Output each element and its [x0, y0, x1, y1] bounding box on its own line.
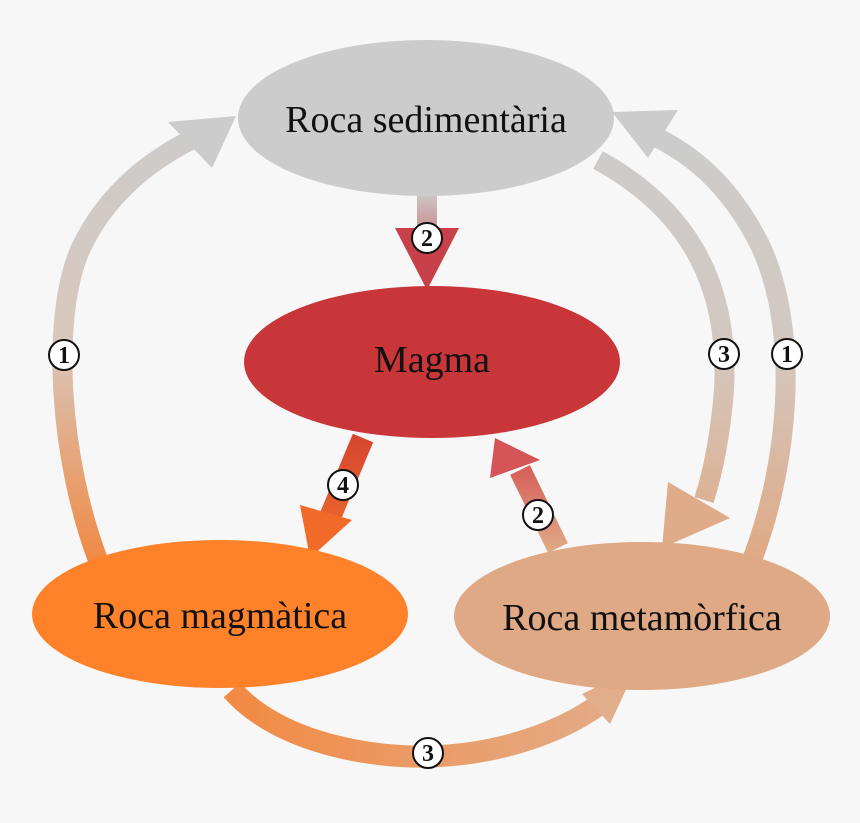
node-magma-shape [244, 286, 620, 438]
arrow-igneous-to-sedimentary [52, 120, 216, 564]
arrowhead-sedimentary-left [168, 116, 236, 168]
step-marker-sedimentary-to-metamorphic: 3 [708, 338, 740, 370]
step-markers: 2 4 2 1 3 1 3 [48, 222, 803, 769]
node-sedimentary: Roca sedimentària [238, 40, 614, 196]
node-igneous: Roca magmàtica [32, 540, 408, 688]
step-marker-igneous-to-metamorphic: 3 [412, 737, 444, 769]
step-label: 4 [337, 473, 349, 499]
arrowhead-magma-top [395, 228, 459, 290]
step-label: 3 [422, 741, 434, 767]
node-igneous-shape [32, 540, 408, 688]
arrowhead-magma-bottom [490, 438, 540, 478]
step-label: 2 [421, 226, 433, 252]
step-marker-magma-to-igneous: 4 [327, 469, 359, 501]
arrowhead-metamorphic-top [662, 482, 730, 548]
step-marker-metamorphic-to-sedimentary: 1 [771, 338, 803, 370]
step-label: 2 [532, 503, 544, 529]
node-sedimentary-label: Roca sedimentària [285, 99, 567, 141]
arrow-sedimentary-to-metamorphic [593, 151, 735, 504]
node-metamorphic-label: Roca metamòrfica [502, 597, 782, 639]
node-magma: Magma [244, 286, 620, 438]
step-marker-igneous-to-sedimentary: 1 [48, 339, 80, 371]
node-magma-label: Magma [374, 339, 490, 381]
arrowhead-sedimentary-right [612, 110, 678, 158]
step-label: 3 [718, 342, 730, 368]
step-label: 1 [58, 343, 70, 369]
node-metamorphic-shape [454, 542, 830, 690]
node-sedimentary-shape [238, 40, 614, 196]
node-igneous-label: Roca magmàtica [93, 595, 347, 637]
step-marker-metamorphic-to-magma: 2 [522, 499, 554, 531]
step-marker-sed-to-magma: 2 [411, 222, 443, 254]
step-label: 1 [781, 342, 793, 368]
node-metamorphic: Roca metamòrfica [454, 542, 830, 690]
arrowhead-igneous-top [300, 505, 352, 558]
arrow-metamorphic-to-sedimentary [636, 120, 796, 564]
